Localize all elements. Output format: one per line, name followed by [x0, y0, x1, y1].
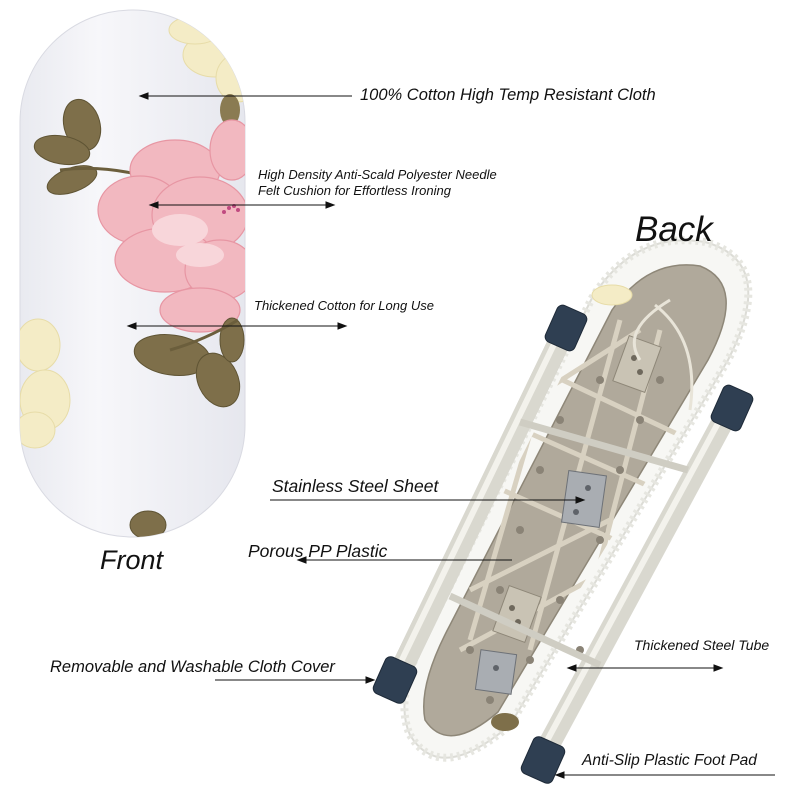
stainless-steel-sheets: [474, 470, 607, 695]
vent-holes: [466, 376, 664, 704]
callout-thickened-cotton: Thickened Cotton for Long Use: [254, 298, 434, 313]
heading-back: Back: [635, 210, 713, 249]
front-board: [19, 9, 246, 538]
callout-cushion-line2: Felt Cushion for Effortless Ironing: [258, 183, 451, 198]
callout-cloth: 100% Cotton High Temp Resistant Cloth: [360, 86, 656, 104]
callout-pp-plastic: Porous PP Plastic: [248, 541, 388, 561]
anti-slip-foot-pads: [372, 304, 754, 784]
steel-tube-legs: [392, 335, 738, 756]
callout-cloth-cover: Removable and Washable Cloth Cover: [50, 658, 335, 676]
heading-front: Front: [100, 545, 164, 575]
callout-foot-pad: Anti-Slip Plastic Foot Pad: [582, 752, 757, 769]
floral-print: [20, 15, 245, 537]
callout-steel-sheet: Stainless Steel Sheet: [272, 476, 439, 496]
callout-arrows: [126, 92, 775, 779]
callout-steel-tube: Thickened Steel Tube: [634, 637, 770, 653]
back-board: [372, 236, 754, 784]
callout-cushion-line1: High Density Anti-Scald Polyester Needle: [258, 167, 497, 182]
mount-brackets: [492, 334, 662, 644]
